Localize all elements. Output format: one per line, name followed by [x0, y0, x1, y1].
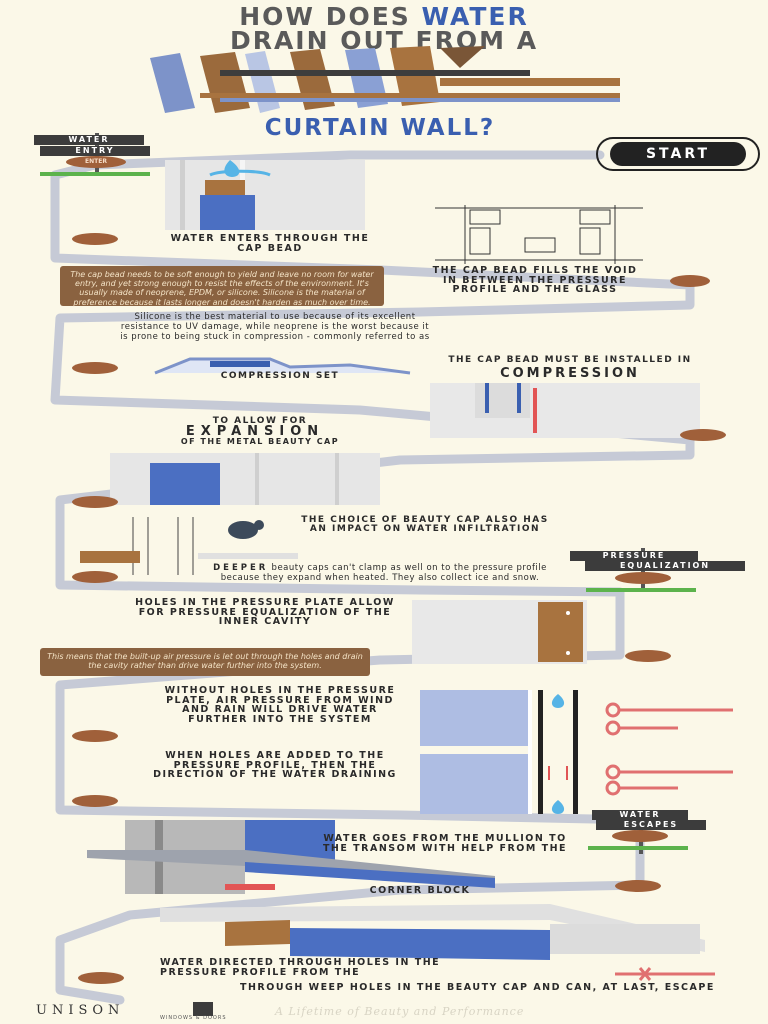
expansion-caption: EXPANSION — [185, 424, 325, 439]
step-badge — [625, 650, 671, 662]
pressure-sign-top: PRESSURE — [570, 551, 698, 561]
step-badge — [72, 233, 118, 245]
must-installed-caption: THE CAP BEAD MUST BE INSTALLED IN — [448, 355, 692, 365]
deeper-text: DEEPER beauty caps can't clamp as well o… — [210, 563, 550, 584]
ground-line — [586, 588, 696, 592]
step-badge — [72, 795, 118, 807]
step-badge — [72, 362, 118, 374]
pressure-plate-panel-graphic — [412, 600, 587, 664]
start-ring — [596, 137, 760, 171]
footer-logo-icon — [193, 1002, 213, 1016]
footer-tagline: A Lifetime of Beauty and Performance — [275, 1005, 525, 1018]
deeper-word: DEEPER — [213, 563, 269, 573]
enter-badge: ENTER — [66, 156, 126, 168]
cap-bead-fills-caption: THE CAP BEAD FILLS THE VOID IN BETWEEN T… — [432, 265, 638, 295]
start-button[interactable]: START — [610, 142, 746, 166]
weep-escape-graphic — [615, 967, 715, 981]
step-badge — [615, 880, 661, 892]
cross-section-diagram — [435, 205, 643, 264]
title-text-b: WATER — [421, 2, 529, 31]
title-text-a: HOW DOES — [239, 2, 422, 31]
mullion-caption: WATER GOES FROM THE MULLION TO THE TRANS… — [322, 833, 568, 854]
title-line-2: DRAIN OUT FROM A — [229, 26, 539, 55]
footer-brand: UNISON — [36, 1003, 125, 1018]
silicone-text: Silicone is the best material to use bec… — [120, 312, 430, 342]
without-holes-caption: WITHOUT HOLES IN THE PRESSURE PLATE, AIR… — [164, 685, 396, 725]
step-badge — [670, 275, 710, 287]
compression-caption: COMPRESSION — [500, 366, 640, 381]
step-badge — [72, 730, 118, 742]
step-badge — [72, 496, 118, 508]
step-badge — [615, 572, 671, 584]
water-entry-sign-top: WATER — [34, 135, 144, 145]
pressure-comparison-graphic — [420, 690, 733, 814]
to-allow-caption: TO ALLOW FOR — [212, 416, 308, 426]
title-line-3: CURTAIN WALL? — [264, 115, 496, 141]
mullion-transom-graphic — [87, 820, 495, 894]
compression-set-graphic — [154, 357, 411, 375]
exploded-curtain-wall-graphic — [150, 46, 620, 113]
water-entry-sign-bottom: ENTRY — [40, 146, 150, 156]
compression-panel-graphic — [430, 383, 700, 438]
cap-bead-note: The cap bead needs to be soft enough to … — [60, 266, 384, 307]
footer-sub: WINDOWS & DOORS — [160, 1015, 227, 1021]
final-caption-b: THROUGH WEEP HOLES IN THE BEAUTY CAP AND… — [240, 982, 715, 993]
when-holes-caption: WHEN HOLES ARE ADDED TO THE PRESSURE PRO… — [153, 750, 397, 780]
final-caption-a: WATER DIRECTED THROUGH HOLES IN THE PRES… — [160, 957, 441, 978]
corner-block-caption: CORNER BLOCK — [369, 885, 471, 896]
cap-bead-panel-graphic — [165, 160, 365, 230]
compression-set-caption: COMPRESSION SET — [220, 371, 340, 381]
step-badge — [78, 972, 124, 984]
step-badge — [72, 571, 118, 583]
water-enters-caption: WATER ENTERS THROUGH THE CAP BEAD — [170, 233, 370, 254]
deeper-body: beauty caps can't clamp as well on to th… — [220, 563, 547, 583]
escapes-sign-bottom: ESCAPES — [596, 820, 706, 830]
ground-line — [588, 846, 688, 850]
holes-pressure-caption: HOLES IN THE PRESSURE PLATE ALLOW FOR PR… — [135, 597, 395, 627]
step-badge — [680, 429, 726, 441]
choice-beauty-caption: THE CHOICE OF BEAUTY CAP ALSO HAS AN IMP… — [301, 515, 549, 534]
escapes-sign-top: WATER — [592, 810, 688, 820]
ground-line — [40, 172, 150, 176]
expansion-panel-graphic — [110, 453, 380, 505]
transom-graphic — [160, 904, 705, 960]
pressure-sign-bottom: EQUALIZATION — [585, 561, 745, 571]
beauty-cap-graphic — [80, 517, 298, 575]
title-line-1: HOW DOES WATER — [0, 4, 768, 29]
of-metal-caption: OF THE METAL BEAUTY CAP — [180, 437, 340, 446]
step-badge — [612, 830, 668, 842]
built-up-note: This means that the built-up air pressur… — [40, 648, 370, 676]
